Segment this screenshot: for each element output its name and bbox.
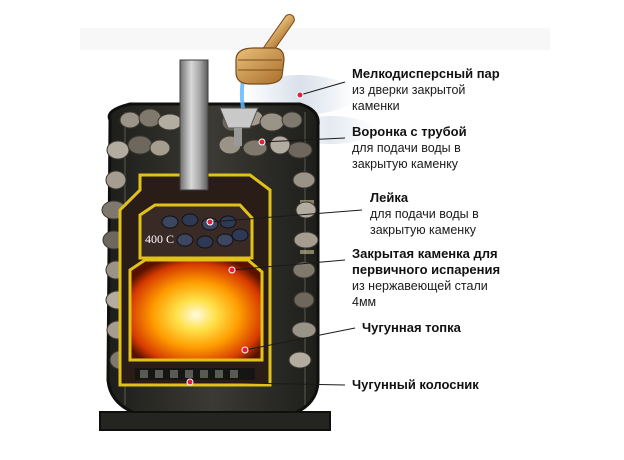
pointer-line: [189, 381, 346, 386]
pointer-line: [299, 81, 346, 96]
stone: [269, 135, 291, 155]
funnel: [219, 107, 259, 146]
heater-stone: [161, 215, 179, 229]
stone: [127, 135, 153, 155]
pointer-line: [231, 259, 346, 271]
label-watering-can-subtitle: для подачи воды в закрытую каменку: [370, 207, 479, 237]
label-cast-iron-grate-title: Чугунный колосник: [352, 377, 479, 392]
heater-stone: [196, 235, 214, 249]
stone: [293, 231, 319, 249]
heater-stone: [176, 233, 194, 247]
stone: [119, 111, 141, 129]
pointer-line: [244, 327, 356, 351]
label-cast-iron-grate: Чугунный колосник: [352, 377, 479, 393]
stone: [292, 261, 316, 279]
stone: [149, 139, 171, 157]
label-watering-can-title: Лейка: [370, 190, 409, 205]
ladle-icon: [235, 14, 295, 85]
heater-stone: [231, 228, 249, 242]
pointer-dot: [241, 346, 249, 354]
heater-stones: [161, 213, 249, 249]
temperature-label: 400 С: [145, 232, 175, 246]
label-cast-iron-firebox-title: Чугунная топка: [362, 320, 461, 335]
stone: [259, 112, 285, 132]
pointer-dot: [186, 378, 194, 386]
stone: [106, 140, 130, 160]
stone: [291, 321, 317, 339]
pointer-line: [209, 209, 363, 223]
pointer-dot: [296, 91, 304, 99]
fire-chamber: [128, 258, 264, 362]
pointer-dot: [228, 266, 236, 274]
heater-stone: [216, 233, 234, 247]
label-closed-heater: Закрытая каменка для первичного испарени…: [352, 246, 500, 310]
pointer-dot: [258, 138, 266, 146]
stone: [287, 141, 313, 159]
label-cast-iron-firebox: Чугунная топка: [362, 320, 461, 336]
label-fine-steam-subtitle: из дверки закрытой каменки: [352, 83, 466, 113]
pointer-dot: [206, 218, 214, 226]
stone: [293, 291, 315, 309]
label-funnel: Воронка с трубой для подачи воды в закры…: [352, 124, 467, 172]
label-watering-can: Лейка для подачи воды в закрытую каменку: [370, 190, 479, 238]
stone: [157, 113, 183, 131]
pointer-lines: [186, 81, 363, 386]
label-funnel-title: Воронка с трубой: [352, 124, 467, 139]
stone: [295, 201, 317, 219]
stone: [292, 171, 316, 189]
label-funnel-subtitle: для подачи воды в закрытую каменку: [352, 141, 461, 171]
label-fine-steam-title: Мелкодисперсный пар: [352, 66, 500, 81]
stone: [138, 108, 162, 128]
label-closed-heater-title: Закрытая каменка для первичного испарени…: [352, 246, 501, 277]
stone: [281, 111, 303, 129]
heater-stone: [181, 213, 199, 227]
stone: [288, 351, 312, 369]
pointer-line: [261, 137, 346, 143]
heater-stone: [219, 215, 237, 229]
label-fine-steam: Мелкодисперсный пар из дверки закрытой к…: [352, 66, 500, 114]
stone: [105, 170, 127, 190]
label-closed-heater-subtitle: из нержавеющей стали 4мм: [352, 279, 488, 309]
chimney-pipe: [179, 59, 209, 191]
grate: [135, 368, 255, 380]
